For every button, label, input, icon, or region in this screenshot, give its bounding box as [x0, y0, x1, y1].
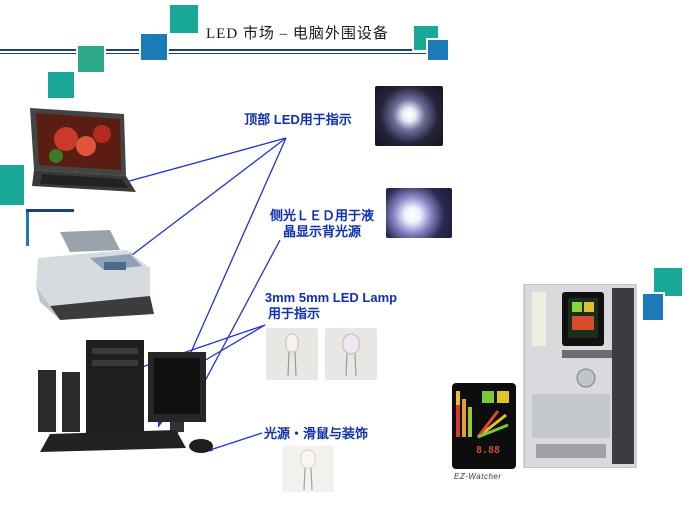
ez-watcher-readout: 8.88: [476, 445, 501, 456]
light-source-led-photo: [282, 446, 334, 492]
ez-watcher-panel: 8.88: [452, 383, 516, 469]
desktop-pc-image: [36, 338, 220, 458]
tower-pc-image: [522, 283, 638, 469]
title-rule-thin: [0, 53, 445, 54]
deco-square: [46, 70, 76, 100]
deco-square: [0, 163, 26, 207]
laptop-image: [26, 104, 138, 196]
label-side-led-line2: 晶显示背光源: [282, 224, 361, 239]
page-title: LED 市场 – 电脑外围设备: [206, 26, 389, 42]
deco-square: [139, 32, 169, 62]
label-lamp-line2: 用于指示: [267, 306, 320, 321]
title-rule: [0, 49, 445, 51]
deco-square: [641, 292, 665, 322]
deco-square: [426, 38, 450, 62]
label-light-source: 光源・滑鼠与装饰: [263, 426, 368, 441]
ez-watcher-brand: EZ-Watcher: [454, 472, 502, 481]
label-top-led: 顶部 LED用于指示: [244, 112, 352, 127]
fax-printer-image: [30, 228, 158, 322]
deco-square: [168, 3, 200, 35]
lamp-photo-3mm: [266, 328, 318, 380]
lamp-photo-5mm: [325, 328, 377, 380]
label-side-led-line1: 侧光ＬＥＤ用于液: [269, 208, 374, 223]
top-led-photo: [375, 86, 443, 146]
deco-square: [76, 44, 106, 74]
deco-bar: [26, 209, 74, 212]
side-led-photo: [386, 188, 452, 238]
deco-bar: [26, 212, 29, 246]
label-lamp-line1: 3mm 5mm LED Lamp: [264, 290, 398, 305]
